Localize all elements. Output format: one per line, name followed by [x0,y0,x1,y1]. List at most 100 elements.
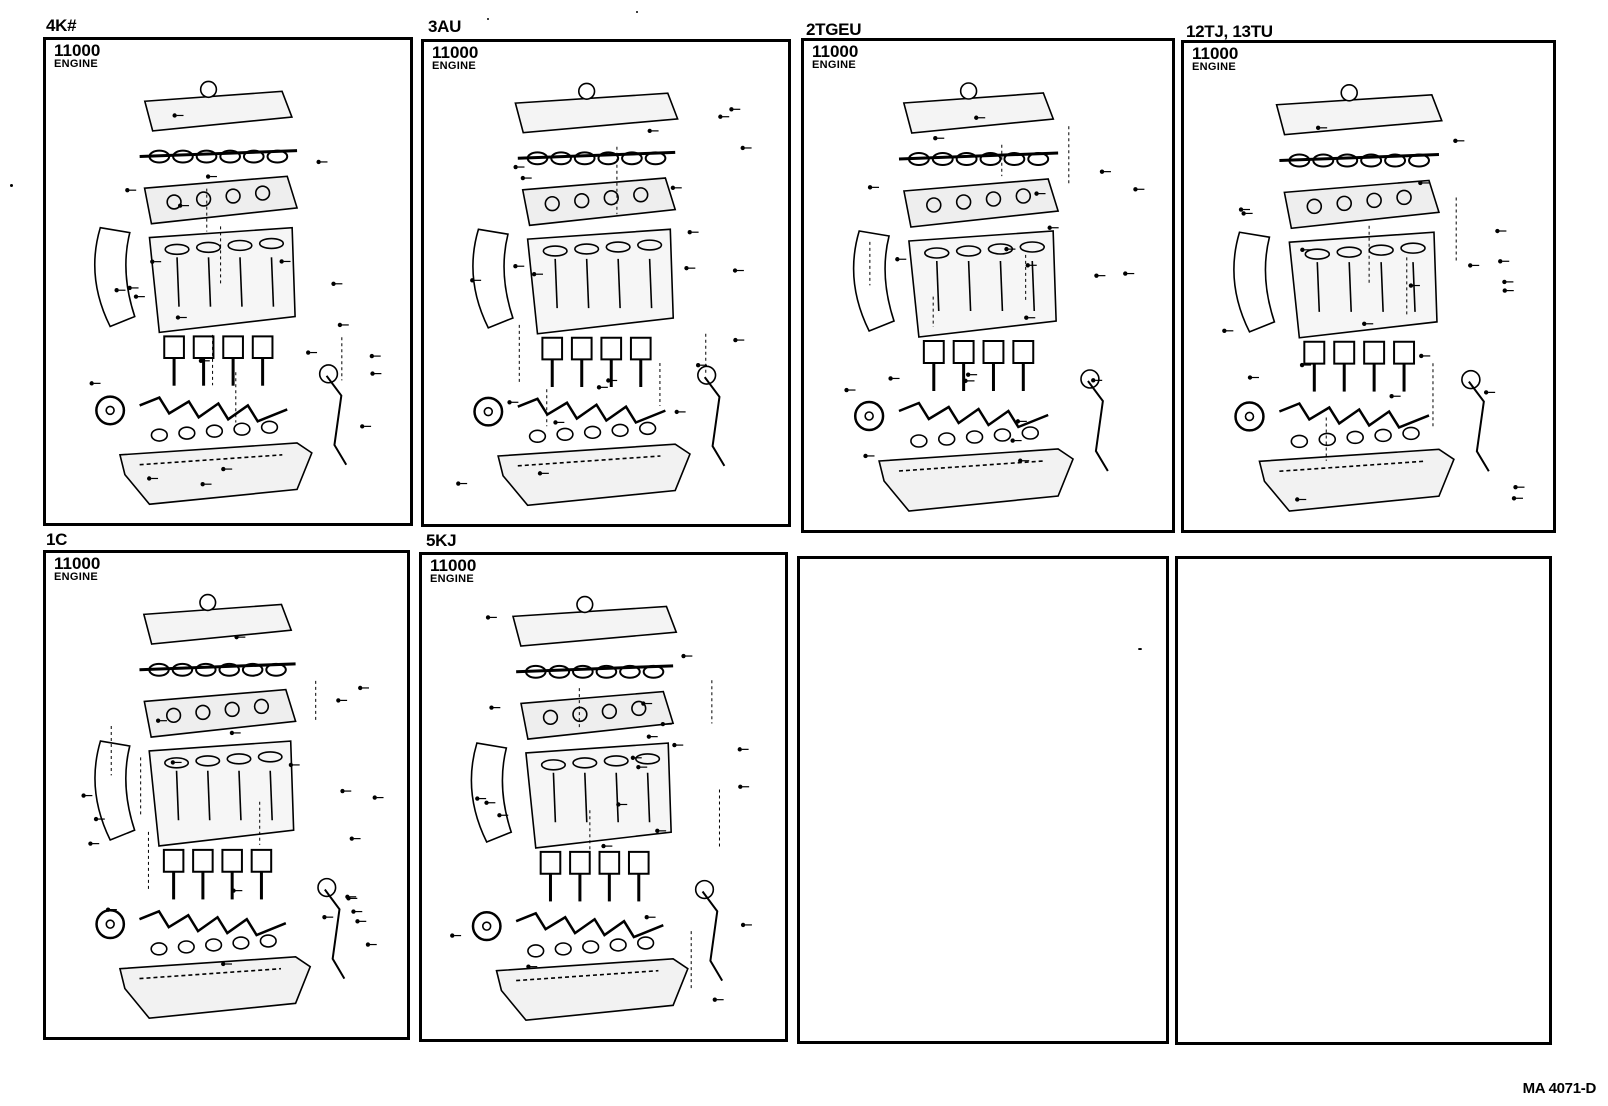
oil-pan [497,959,688,1020]
bolt [150,259,155,264]
main-bearing [206,939,222,951]
bolt [322,914,327,920]
bolt [641,701,646,706]
combustion-chamber [573,707,587,721]
bolt [147,476,152,481]
bolt [526,964,531,969]
crank-pulley-hub [865,412,873,420]
main-bearing [610,939,626,951]
main-bearing [528,945,544,957]
bolt [497,813,502,818]
engine-exploded-view-4k [89,40,410,523]
panel-title-4k: 4K# [46,16,77,35]
diagram-panel-empty-2 [1175,556,1552,1045]
combustion-chamber [987,192,1001,206]
engine-exploded-view-3au [456,42,788,524]
diagram-panel-4k[interactable]: 11000 ENGINE [43,37,413,526]
diagram-panel-1c[interactable]: 11000 ENGINE [43,550,410,1040]
camshaft-lobe [1385,155,1405,167]
bolt [1502,288,1507,293]
piston [164,850,184,872]
diagram-panel-2tgeu[interactable]: 11000 ENGINE [801,38,1175,533]
cylinder-block [1289,232,1437,338]
bolt [596,385,602,390]
engine-exploded-view-12tj-13tu [1222,43,1553,530]
cylinder-bore [957,246,981,256]
diagram-panel-3au[interactable]: 11000 ENGINE [421,39,791,527]
oil-filler-cap [579,83,595,99]
cylinder-bore [604,756,628,766]
cylinder-bore [1305,249,1329,259]
bolt [732,268,738,273]
piston [1304,342,1324,364]
bolt [234,634,239,640]
main-bearing [1347,431,1363,443]
combustion-chamber [957,195,971,209]
block-rib [618,259,620,308]
oil-pan-flange [140,455,283,465]
cylinder-bore [165,244,189,254]
combustion-chamber [634,188,648,202]
timing-cover [471,743,511,842]
block-rib [1317,262,1319,312]
camshaft-lobe [219,664,239,676]
part-name: ENGINE [54,571,98,583]
block-rib [555,259,557,308]
bolt [1300,247,1305,253]
bolt [349,836,354,841]
diagram-panel-5kj[interactable]: 11000 ENGINE [419,552,788,1042]
valve-cover [513,606,676,646]
panel-title-5kj: 5KJ [426,531,457,550]
main-bearing [967,431,983,443]
bolt [740,922,746,928]
bolt [644,915,649,920]
block-rib [177,771,179,820]
bolt [175,315,181,320]
bolt [674,409,679,415]
piston [570,852,590,874]
bolt [125,188,130,193]
bolt [733,337,738,343]
panel-title-12tj-13tu: 12TJ, 13TU [1186,22,1273,41]
piston [600,852,620,874]
combustion-chamber [602,704,616,718]
piston [629,852,649,874]
bolt [365,942,371,947]
main-bearing [1022,427,1038,439]
block-rib [209,257,211,306]
oil-strainer [327,376,347,465]
piston [924,341,944,363]
cylinder-bore [165,758,188,768]
bolt [684,265,689,271]
bolt [1511,496,1517,501]
bolt [655,828,660,834]
timing-cover [854,231,894,331]
bolt [205,174,211,179]
combustion-chamber [632,701,646,715]
bolt [1099,169,1105,174]
bolt [1094,273,1099,278]
camshaft-lobe [573,666,593,678]
crank-pulley-hub [484,408,492,416]
main-bearing [234,423,250,435]
bolt [933,136,938,141]
combustion-chamber [545,197,559,211]
bolt [606,378,611,383]
part-number: 11000 [812,42,859,61]
bolt [646,734,652,739]
piston [193,850,213,872]
piston [1013,341,1033,363]
bolt [89,381,94,386]
bolt [93,816,99,822]
valve-cover [144,604,291,644]
diagram-panel-12tj-13tu[interactable]: 11000 ENGINE [1181,40,1556,533]
cylinder-block [149,741,293,846]
cylinder-bore [606,242,630,252]
cylinder-block [909,231,1056,337]
camshaft-lobe [196,664,216,676]
engine-exploded-view-5kj [450,555,785,1039]
oil-pan [120,957,310,1018]
camshaft-lobe [220,151,240,163]
oil-pump [698,366,716,384]
bolt [198,358,204,363]
